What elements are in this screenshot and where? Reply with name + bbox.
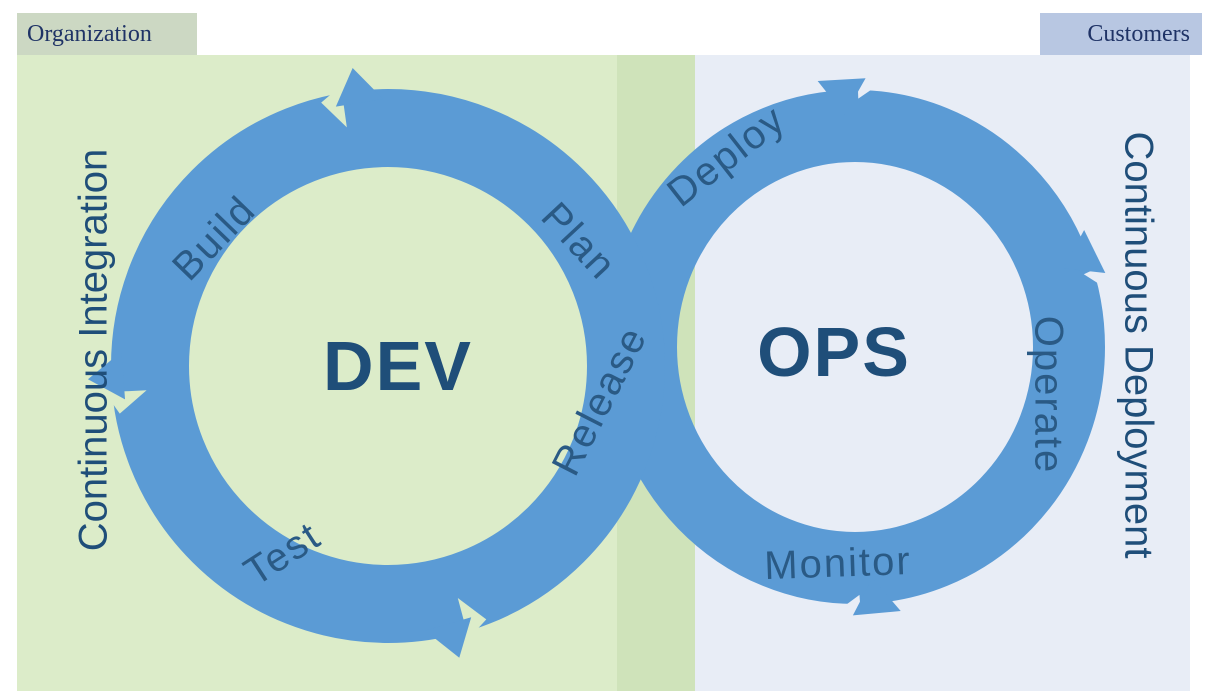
continuous-integration-label: Continuous Integration	[72, 149, 116, 552]
dev-left-arrowhead	[87, 351, 147, 414]
customers-header-box: Customers	[1040, 13, 1202, 55]
stage-label-monitor: Monitor	[763, 539, 912, 588]
customers-label: Customers	[1087, 20, 1190, 47]
organization-header-box: Organization	[17, 13, 197, 55]
continuous-deployment-label: Continuous Deployment	[1116, 132, 1160, 559]
ops-top-arrowhead	[817, 56, 880, 116]
ops-right-arrowhead	[1063, 229, 1122, 289]
dev-bottom-arrowhead	[425, 598, 487, 658]
ops-bottom-arrowhead	[838, 577, 901, 637]
dev-top-arrowhead	[321, 67, 384, 128]
ops-title: OPS	[757, 313, 911, 391]
dev-loop-ring	[111, 89, 665, 643]
organization-label: Organization	[27, 20, 152, 47]
dev-title: DEV	[323, 327, 473, 405]
stage-label-operate: Operate	[1026, 316, 1070, 475]
